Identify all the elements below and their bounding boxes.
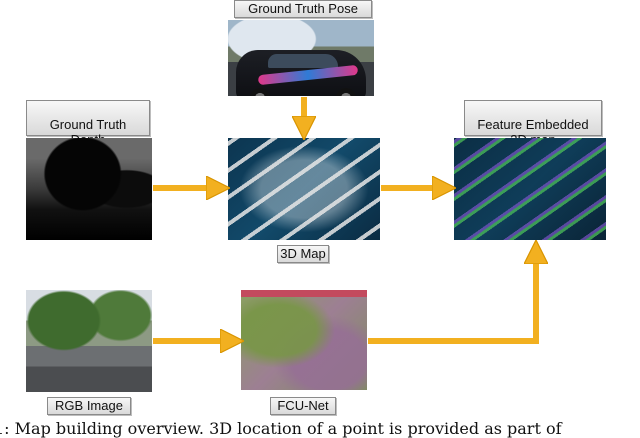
3d-map-image: [228, 138, 380, 240]
rgb-image-label: RGB Image: [47, 397, 131, 415]
fcu-net-text: FCU-Net: [277, 398, 328, 413]
fcu-net-label: FCU-Net: [270, 397, 336, 415]
fcu-net-output-image: [241, 290, 367, 390]
vehicle-window: [268, 54, 338, 68]
ground-truth-pose-label: Ground Truth Pose: [234, 0, 372, 18]
feature-embedded-map-label: Feature Embedded 3D map: [464, 100, 602, 136]
rgb-image: [26, 290, 152, 392]
ground-truth-depth-label: Ground Truth Depth: [26, 100, 150, 136]
feature-embedded-map-image: [454, 138, 606, 240]
ground-truth-pose-text: Ground Truth Pose: [248, 1, 358, 16]
3d-map-text: 3D Map: [280, 246, 326, 261]
depth-image: [26, 138, 152, 240]
rgb-image-text: RGB Image: [55, 398, 123, 413]
figure-caption: 1: Map building overview. 3D location of…: [0, 420, 640, 438]
arrow-fcu-to-feature: [368, 252, 536, 341]
vehicle-photo: [228, 20, 374, 96]
3d-map-label: 3D Map: [277, 245, 329, 263]
